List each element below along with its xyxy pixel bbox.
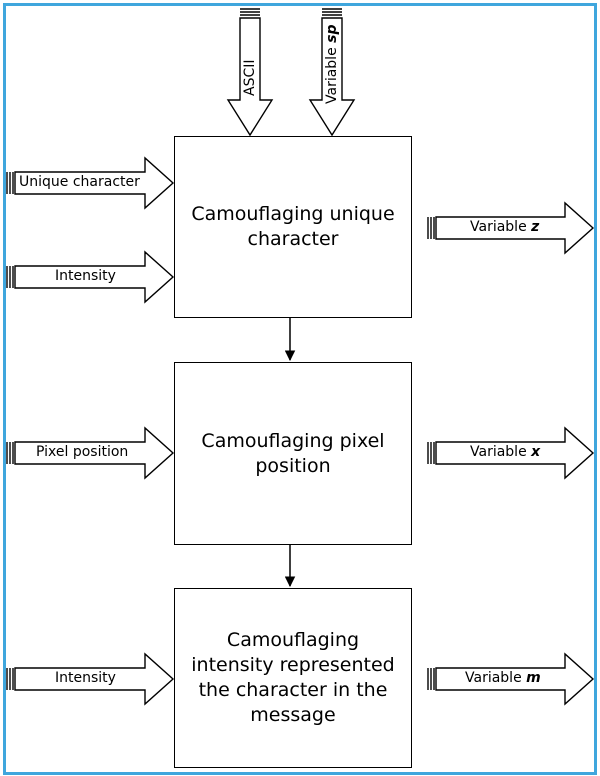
box-intensity-label: Camouflaging intensity represented the c…: [191, 629, 395, 726]
intensity-label-2: Intensity: [55, 670, 116, 686]
box-unique-label: Camouflaging unique character: [191, 203, 395, 250]
ascii-input-arrow: [226, 8, 274, 137]
intensity-input-arrow-1: [6, 250, 175, 304]
box-camouflaging-unique-character: Camouflaging unique character: [174, 136, 412, 318]
pixel-position-input-arrow: [6, 426, 175, 480]
variable-z-label: Variable z: [470, 219, 540, 235]
variable-sp-label: Variable sp: [324, 24, 340, 105]
unique-character-input-arrow: [6, 156, 175, 210]
box-camouflaging-pixel-position: Camouflaging pixel position: [174, 362, 412, 545]
ascii-label: ASCII: [242, 59, 258, 97]
variable-x-output-arrow: [427, 426, 595, 480]
box-camouflaging-intensity: Camouflaging intensity represented the c…: [174, 588, 412, 768]
variable-m-output-arrow: [427, 652, 595, 706]
variable-z-output-arrow: [427, 201, 595, 255]
variable-x-label: Variable x: [470, 444, 541, 460]
variable-m-label: Variable m: [465, 670, 541, 686]
pixel-position-label: Pixel position: [36, 444, 129, 460]
variable-sp-input-arrow: [308, 8, 356, 137]
diagram-frame: [3, 3, 597, 775]
box-pixel-label: Camouflaging pixel position: [201, 429, 385, 477]
intensity-label-1: Intensity: [55, 268, 116, 284]
unique-character-label: Unique character: [19, 174, 140, 190]
intensity-input-arrow-2: [6, 652, 175, 706]
